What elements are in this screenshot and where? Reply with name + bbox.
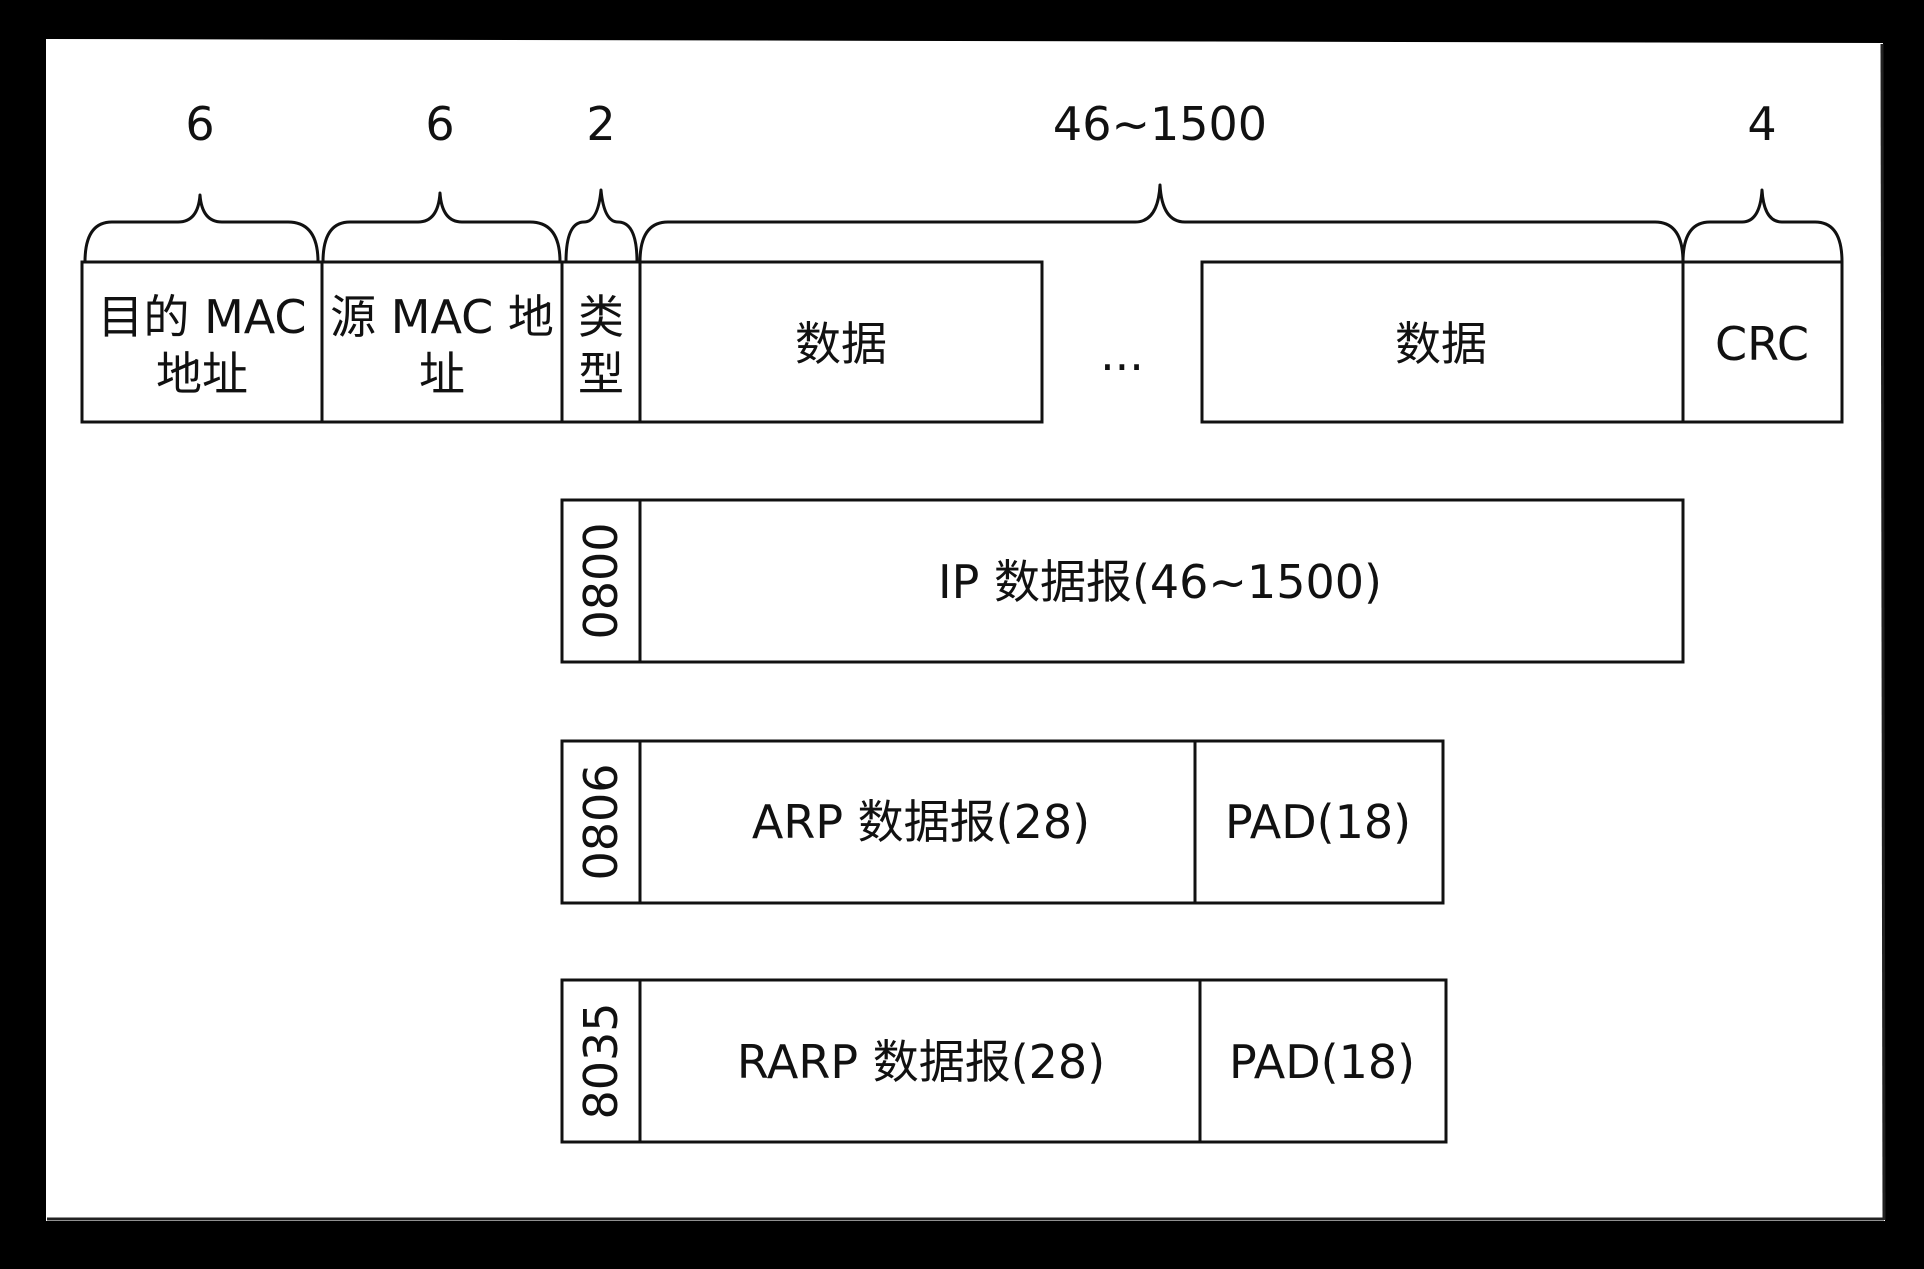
- size-label-crc: 4: [1747, 97, 1776, 151]
- field-data-right: [1200, 260, 1685, 424]
- ip-datagram-box: [638, 498, 1685, 664]
- field-src-mac: [320, 260, 564, 424]
- rarp-pad-box: [1198, 978, 1448, 1144]
- field-crc: [1681, 260, 1844, 424]
- field-dst-mac-text-1: 目的 MAC: [97, 290, 306, 344]
- arp-pad-box: [1193, 739, 1445, 905]
- payload-row-rarp: 8035 RARP 数据报(28) PAD(18): [560, 978, 1448, 1144]
- field-data-right-text: 数据: [1395, 317, 1487, 371]
- size-label-data: 46~1500: [1053, 97, 1267, 151]
- field-dst-mac-text-2: 地址: [156, 347, 248, 401]
- brace-data: [638, 183, 1685, 264]
- field-type: [560, 260, 642, 424]
- brace-type: [564, 188, 639, 264]
- frame-row: 目的 MAC 地址 源 MAC 地 址 类 型 数据 ... 数据 CRC: [80, 260, 1844, 424]
- field-src-mac-text-2: 址: [419, 347, 465, 401]
- brace-crc: [1681, 188, 1844, 264]
- brace-src: [321, 191, 562, 264]
- type-code-box-ip: [560, 498, 642, 664]
- field-src-mac-text-1: 源 MAC 地: [330, 290, 554, 344]
- field-data-left-text: 数据: [795, 317, 887, 371]
- ip-datagram-label: IP 数据报(46~1500): [938, 555, 1382, 609]
- canvas-right-edge: [1880, 43, 1886, 1221]
- brace-dst: [83, 193, 320, 264]
- size-label-src: 6: [425, 97, 454, 151]
- rarp-datagram-label: RARP 数据报(28): [737, 1035, 1105, 1089]
- size-label-dst: 6: [185, 97, 214, 151]
- type-code-arp: 0806: [574, 763, 628, 880]
- field-type-text-1: 类: [578, 290, 624, 344]
- type-code-box-rarp: [560, 978, 642, 1144]
- field-data-left: [638, 260, 1044, 424]
- payload-row-ip: 0800 IP 数据报(46~1500): [560, 498, 1685, 664]
- field-dst-mac: [80, 260, 324, 424]
- arp-datagram-label: ARP 数据报(28): [752, 795, 1090, 849]
- type-code-rarp: 8035: [574, 1002, 628, 1119]
- rarp-pad-label: PAD(18): [1229, 1035, 1415, 1089]
- field-crc-text: CRC: [1715, 317, 1809, 371]
- payload-row-arp: 0806 ARP 数据报(28) PAD(18): [560, 739, 1445, 905]
- field-ellipsis: ...: [1100, 327, 1144, 381]
- size-label-type: 2: [586, 97, 615, 151]
- arp-pad-label: PAD(18): [1225, 795, 1411, 849]
- type-code-ip: 0800: [574, 522, 628, 639]
- arp-datagram-box: [638, 739, 1197, 905]
- field-type-text-2: 型: [578, 347, 624, 401]
